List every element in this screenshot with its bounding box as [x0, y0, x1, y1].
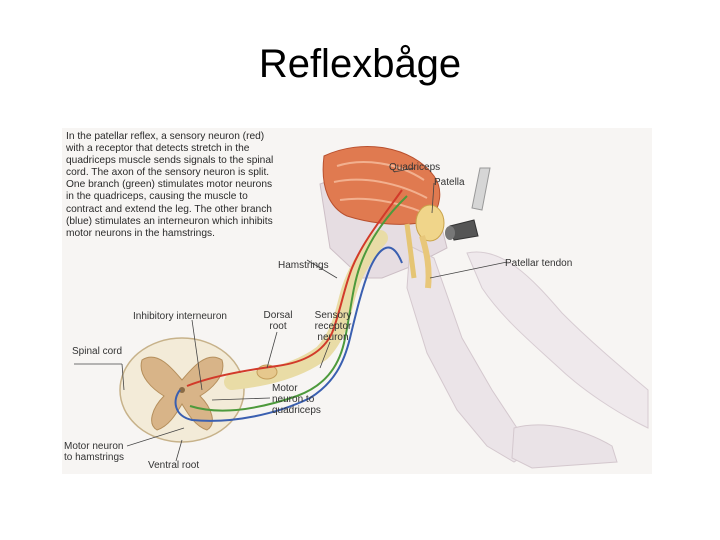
label-motor-neuron-quadriceps: Motor neuron to quadriceps — [272, 383, 321, 416]
label-motor-neuron-hamstrings: Motor neuron to hamstrings — [64, 441, 124, 463]
spinal-cord-section — [120, 338, 244, 442]
label-spinal-cord: Spinal cord — [72, 346, 122, 357]
slide-title: Reflexbåge — [0, 42, 720, 87]
label-inhibitory-interneuron: Inhibitory interneuron — [133, 311, 227, 322]
label-hamstrings: Hamstrings — [278, 260, 329, 271]
label-ventral-root: Ventral root — [148, 460, 199, 471]
patella-bone — [416, 205, 444, 241]
figure-caption: In the patellar reflex, a sensory neuron… — [66, 131, 276, 240]
label-quadriceps: Quadriceps — [389, 162, 440, 173]
label-patella: Patella — [434, 177, 465, 188]
label-dorsal-root: Dorsal root — [258, 310, 298, 332]
label-sensory-receptor-neuron: Sensory receptor neuron — [310, 310, 356, 343]
label-patellar-tendon: Patellar tendon — [505, 258, 572, 269]
